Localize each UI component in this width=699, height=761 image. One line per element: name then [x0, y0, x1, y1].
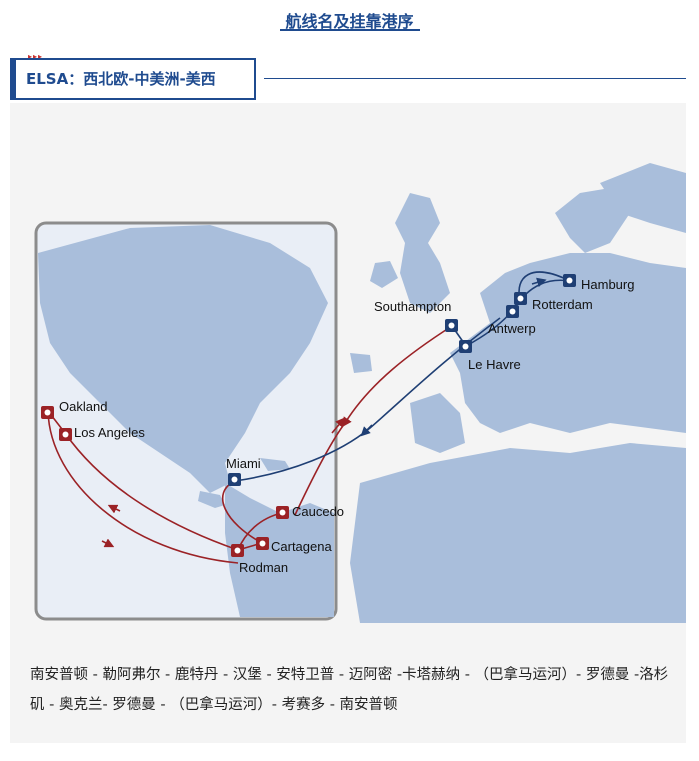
- route-arrow-north-sea: [531, 277, 547, 287]
- port-label-oakland: Oakland: [59, 399, 107, 414]
- route-arrow-pacific-north: [107, 504, 121, 514]
- route-lines: [47, 271, 571, 564]
- section-title: ELSA：西北欧-中美洲-美西: [26, 70, 216, 88]
- section-divider: [264, 78, 686, 79]
- port-marker-southampton: [445, 319, 458, 332]
- port-label-losangeles: Los Angeles: [74, 425, 145, 440]
- page-title: 航线名及挂靠港序: [285, 12, 414, 31]
- route-oakland-rodman: [47, 410, 239, 564]
- port-marker-antwerp: [506, 305, 519, 318]
- port-marker-lehavre: [459, 340, 472, 353]
- title-underline: [280, 29, 420, 31]
- port-rotation-text: 南安普顿 - 勒阿弗尔 - 鹿特丹 - 汉堡 - 安特卫普 - 迈阿密 -卡塔赫…: [30, 667, 669, 713]
- port-marker-rodman: [231, 544, 244, 557]
- port-label-miami: Miami: [226, 456, 261, 471]
- port-marker-caucedo: [276, 506, 289, 519]
- port-label-antwerp: Antwerp: [488, 321, 536, 336]
- section-header-box: [10, 58, 256, 100]
- route-miami-cartagena: [221, 480, 263, 544]
- route-arrow-atlantic-blue: [360, 424, 373, 437]
- port-marker-rotterdam: [514, 292, 527, 305]
- port-labels: Hamburg Rotterdam Antwerp Southampton Le…: [59, 277, 634, 575]
- route-rodman-losangeles: [64, 432, 239, 551]
- port-label-hamburg: Hamburg: [581, 277, 634, 292]
- port-marker-losangeles: [59, 428, 72, 441]
- route-caucedo-southampton: [294, 325, 453, 516]
- port-label-cartagena: Cartagena: [271, 539, 332, 554]
- section-header-bar: [10, 58, 16, 100]
- route-arrow-pacific-south: [101, 538, 115, 548]
- port-label-caucedo: Caucedo: [292, 504, 344, 519]
- port-marker-cartagena: [256, 537, 269, 550]
- americas-land: [38, 225, 334, 617]
- port-marker-hamburg: [563, 274, 576, 287]
- port-label-rotterdam: Rotterdam: [532, 297, 593, 312]
- port-markers: [41, 274, 576, 557]
- decorative-arrows: ▸▸▸: [28, 52, 44, 61]
- port-marker-miami: [228, 473, 241, 486]
- europe-africa-land: [350, 163, 686, 623]
- route-map: Hamburg Rotterdam Antwerp Southampton Le…: [34, 163, 686, 623]
- port-marker-oakland: [41, 406, 54, 419]
- port-label-lehavre: Le Havre: [468, 357, 521, 372]
- route-arrow-atlantic-red: [331, 417, 346, 434]
- map-panel: Hamburg Rotterdam Antwerp Southampton Le…: [10, 103, 686, 743]
- port-label-rodman: Rodman: [239, 560, 288, 575]
- port-label-southampton: Southampton: [374, 299, 451, 314]
